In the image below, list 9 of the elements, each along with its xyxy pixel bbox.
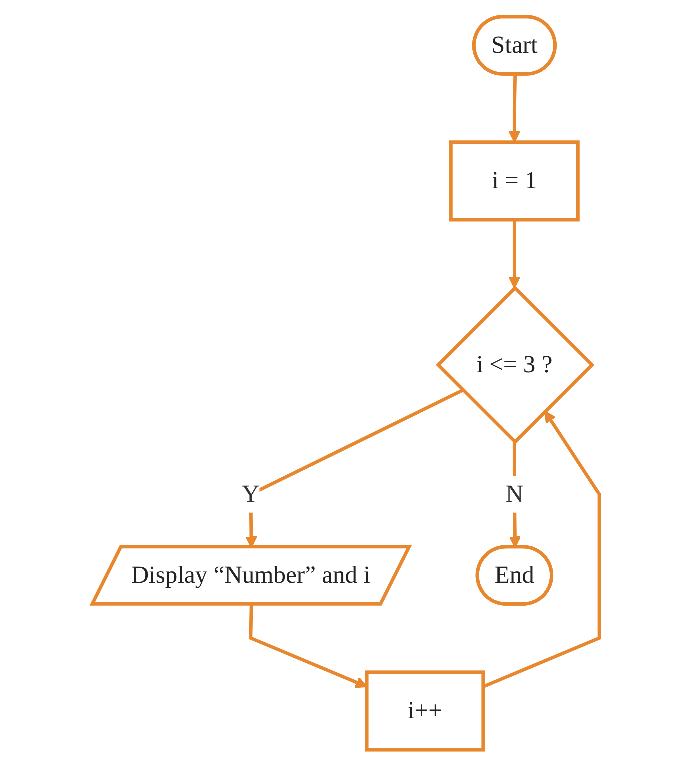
node-diamond: i <= 3 ? — [436, 286, 595, 444]
node-box: i++ — [365, 670, 486, 752]
arrow — [249, 604, 368, 688]
edge-label: N — [506, 480, 524, 508]
arrow — [508, 220, 521, 289]
arrow — [482, 410, 602, 688]
edge-label: Y — [242, 480, 260, 508]
arrow — [508, 74, 521, 143]
node-box: i = 1 — [449, 140, 580, 222]
